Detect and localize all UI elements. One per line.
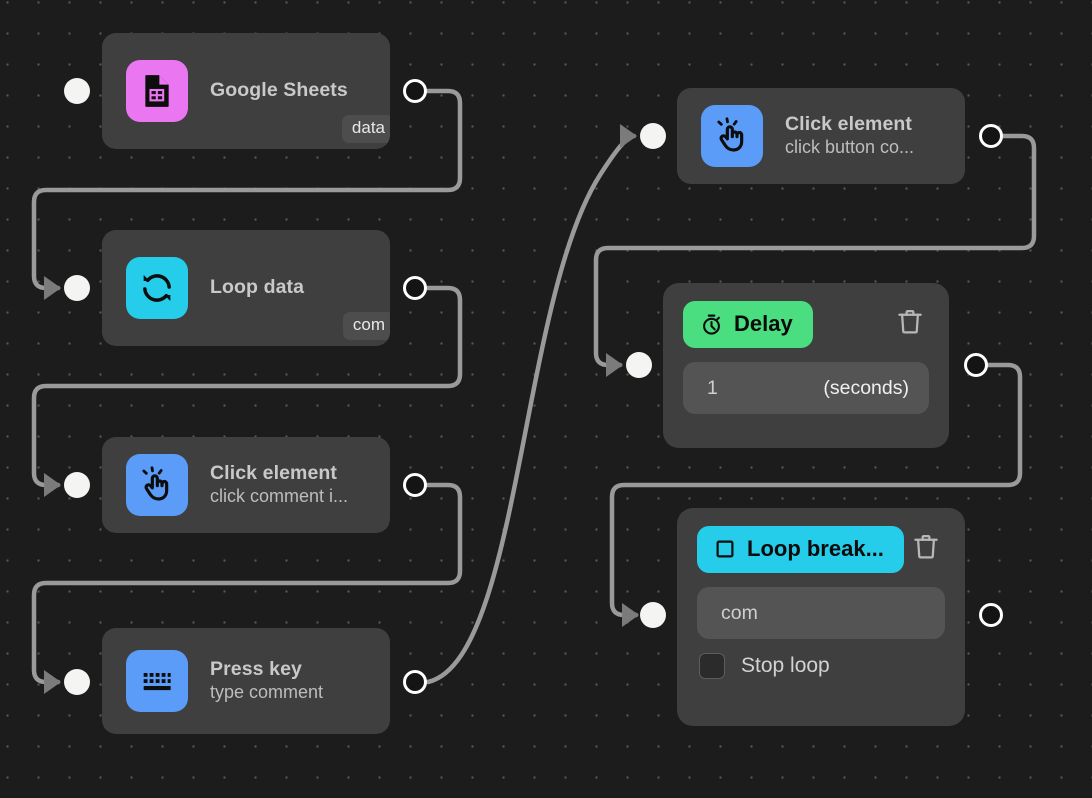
arrow-in-delay bbox=[606, 353, 623, 377]
port-out-google-sheets[interactable] bbox=[403, 79, 427, 103]
arrow-in-loop-break bbox=[622, 603, 639, 627]
square-outline-icon bbox=[713, 537, 737, 561]
port-out-press-key[interactable] bbox=[403, 670, 427, 694]
port-in-delay[interactable] bbox=[626, 352, 652, 378]
stop-loop-checkbox[interactable] bbox=[699, 653, 725, 679]
trash-icon[interactable] bbox=[891, 303, 929, 346]
loop-break-name-field[interactable]: com bbox=[697, 587, 945, 639]
node-subtitle: type comment bbox=[210, 681, 324, 702]
port-in-press-key[interactable] bbox=[64, 669, 90, 695]
node-delay[interactable]: Delay 1 (seconds) bbox=[663, 283, 949, 448]
loop-break-pill-label: Loop break... bbox=[747, 536, 884, 561]
google-sheets-icon bbox=[126, 60, 188, 122]
node-loop-data[interactable]: Loop data com bbox=[102, 230, 390, 346]
arrow-in-click-element-comment bbox=[44, 473, 61, 497]
port-out-loop-data[interactable] bbox=[403, 276, 427, 300]
click-cursor-icon bbox=[701, 105, 763, 167]
port-in-loop-data[interactable] bbox=[64, 275, 90, 301]
port-in-google-sheets[interactable] bbox=[64, 78, 90, 104]
node-title: Click element bbox=[785, 113, 913, 136]
loop-break-name-value: com bbox=[721, 601, 758, 624]
node-subtitle: click button co... bbox=[785, 136, 915, 157]
delay-seconds-field[interactable]: 1 (seconds) bbox=[683, 362, 929, 414]
arrow-in-loop-data bbox=[44, 276, 61, 300]
port-in-click-element-button[interactable] bbox=[640, 123, 666, 149]
delay-seconds-unit: (seconds) bbox=[823, 376, 909, 399]
click-cursor-icon bbox=[126, 454, 188, 516]
node-title: Press key bbox=[210, 658, 302, 681]
port-out-click-element-comment[interactable] bbox=[403, 473, 427, 497]
node-title: Loop data bbox=[210, 276, 305, 299]
node-press-key[interactable]: Press key type comment bbox=[102, 628, 390, 734]
delay-seconds-value: 1 bbox=[707, 376, 718, 399]
arrow-in-press-key bbox=[44, 670, 61, 694]
keyboard-icon bbox=[126, 650, 188, 712]
loop-refresh-icon bbox=[126, 257, 188, 319]
node-loop-break[interactable]: Loop break... com Stop loop bbox=[677, 508, 965, 726]
loop-break-pill[interactable]: Loop break... bbox=[697, 526, 904, 573]
port-out-loop-break[interactable] bbox=[979, 603, 1003, 627]
node-badge: data bbox=[341, 115, 390, 143]
delay-pill-label: Delay bbox=[734, 311, 793, 336]
stopwatch-icon bbox=[699, 312, 724, 337]
trash-icon[interactable] bbox=[907, 528, 945, 571]
node-badge: com bbox=[342, 312, 390, 340]
node-click-element-button[interactable]: Click element click button co... bbox=[677, 88, 965, 184]
port-in-loop-break[interactable] bbox=[640, 602, 666, 628]
port-in-click-element-comment[interactable] bbox=[64, 472, 90, 498]
arrow-in-click-element-button bbox=[620, 124, 637, 148]
node-click-element-comment[interactable]: Click element click comment i... bbox=[102, 437, 390, 533]
port-out-delay[interactable] bbox=[964, 353, 988, 377]
node-title: Click element bbox=[210, 462, 338, 485]
node-subtitle: click comment i... bbox=[210, 485, 349, 506]
delay-pill[interactable]: Delay bbox=[683, 301, 813, 348]
stop-loop-label: Stop loop bbox=[741, 654, 830, 677]
node-google-sheets[interactable]: Google Sheets data bbox=[102, 33, 390, 149]
port-out-click-element-button[interactable] bbox=[979, 124, 1003, 148]
node-title: Google Sheets bbox=[210, 79, 348, 102]
stop-loop-row[interactable]: Stop loop bbox=[697, 653, 945, 679]
